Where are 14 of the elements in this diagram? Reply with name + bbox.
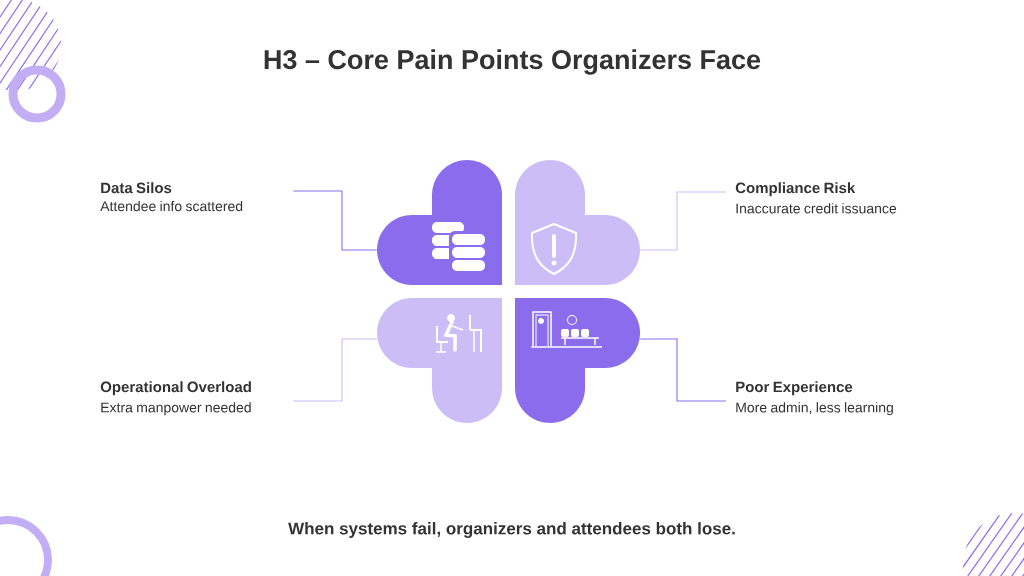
petal-shape xyxy=(377,298,502,423)
petal-shape xyxy=(377,160,502,285)
leader-line xyxy=(292,338,378,402)
leader-line xyxy=(292,190,378,251)
pain-point-text: Data Silos Attendee info scattered xyxy=(100,182,243,212)
leader-line xyxy=(639,338,727,402)
pain-point-text: Compliance Risk Inaccurate credit issuance xyxy=(735,182,897,214)
title: H3 – Core Pain Points Organizers Face xyxy=(264,49,761,75)
petal-shape xyxy=(515,160,640,285)
petal-shape xyxy=(515,298,640,423)
caption: When systems fail, organizers and attendees both lose. xyxy=(288,522,735,538)
pain-point-text: Poor Experience More admin, less learning xyxy=(736,381,893,416)
pain-point-text: Operational Overload Extra manpower needed xyxy=(100,381,251,416)
leader-line xyxy=(639,191,727,251)
